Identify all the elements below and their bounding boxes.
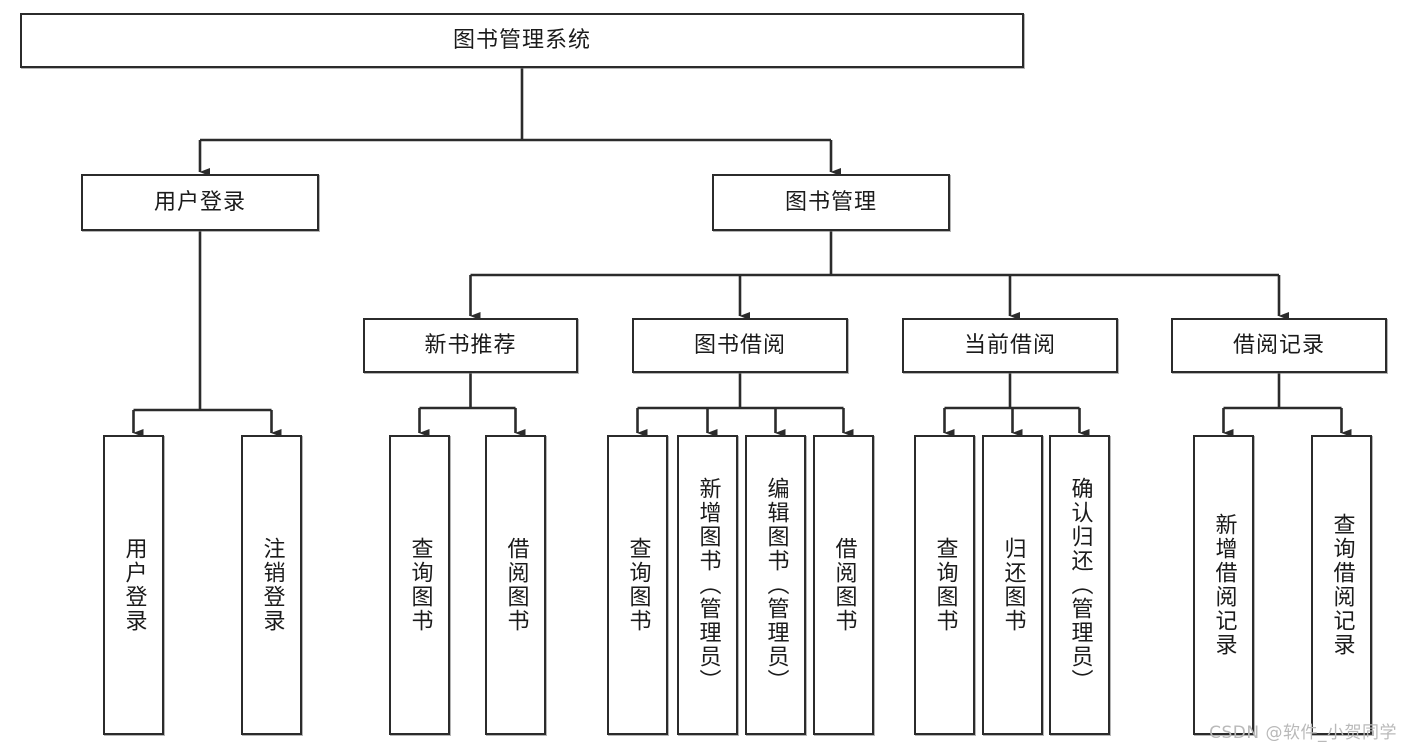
node-user-login[interactable]: 用户登录 [81, 174, 319, 231]
node-label-leaf-query-book-borrow: 查询图书 [625, 537, 651, 633]
node-label-leaf-borrow-book: 借阅图书 [831, 537, 857, 633]
node-label-leaf-return-book: 归还图书 [1000, 537, 1026, 633]
node-leaf-add-record[interactable]: 新增借阅记录 [1193, 435, 1254, 735]
node-root[interactable]: 图书管理系统 [20, 13, 1024, 68]
node-label-leaf-edit-book: 编辑图书（管理员） [763, 477, 789, 693]
node-label-leaf-query-book-rec: 查询图书 [407, 537, 433, 633]
node-book-manage[interactable]: 图书管理 [712, 174, 950, 231]
node-book-borrow[interactable]: 图书借阅 [632, 318, 848, 373]
node-current-borrow[interactable]: 当前借阅 [902, 318, 1118, 373]
node-leaf-borrow-book-rec[interactable]: 借阅图书 [485, 435, 546, 735]
node-leaf-query-book-rec[interactable]: 查询图书 [389, 435, 450, 735]
node-label-user-login: 用户登录 [153, 189, 246, 215]
node-label-leaf-confirm-return: 确认归还（管理员） [1067, 477, 1093, 693]
node-label-leaf-add-book: 新增图书（管理员） [695, 477, 721, 693]
node-leaf-query-book-cur[interactable]: 查询图书 [914, 435, 975, 735]
node-leaf-confirm-return[interactable]: 确认归还（管理员） [1049, 435, 1110, 735]
node-leaf-query-record[interactable]: 查询借阅记录 [1311, 435, 1372, 735]
node-leaf-logout[interactable]: 注销登录 [241, 435, 302, 735]
node-label-root: 图书管理系统 [452, 27, 591, 53]
csdn-watermark: CSDN @软件_小贺同学 [1209, 723, 1397, 743]
node-label-leaf-add-record: 新增借阅记录 [1211, 513, 1237, 657]
node-label-current-borrow: 当前借阅 [963, 332, 1056, 358]
node-new-book-rec[interactable]: 新书推荐 [363, 318, 578, 373]
node-label-book-borrow: 图书借阅 [693, 332, 786, 358]
node-label-leaf-borrow-book-rec: 借阅图书 [503, 537, 529, 633]
node-leaf-user-login[interactable]: 用户登录 [103, 435, 164, 735]
node-borrow-record[interactable]: 借阅记录 [1171, 318, 1387, 373]
node-label-borrow-record: 借阅记录 [1232, 332, 1325, 358]
node-label-leaf-logout: 注销登录 [259, 537, 285, 633]
node-leaf-return-book[interactable]: 归还图书 [982, 435, 1043, 735]
node-leaf-query-book-borrow[interactable]: 查询图书 [607, 435, 668, 735]
node-label-book-manage: 图书管理 [784, 189, 877, 215]
node-leaf-add-book[interactable]: 新增图书（管理员） [677, 435, 738, 735]
node-label-new-book-rec: 新书推荐 [424, 332, 517, 358]
node-label-leaf-query-book-cur: 查询图书 [932, 537, 958, 633]
node-leaf-borrow-book[interactable]: 借阅图书 [813, 435, 874, 735]
node-label-leaf-query-record: 查询借阅记录 [1329, 513, 1355, 657]
node-label-leaf-user-login: 用户登录 [121, 537, 147, 633]
node-leaf-edit-book[interactable]: 编辑图书（管理员） [745, 435, 806, 735]
